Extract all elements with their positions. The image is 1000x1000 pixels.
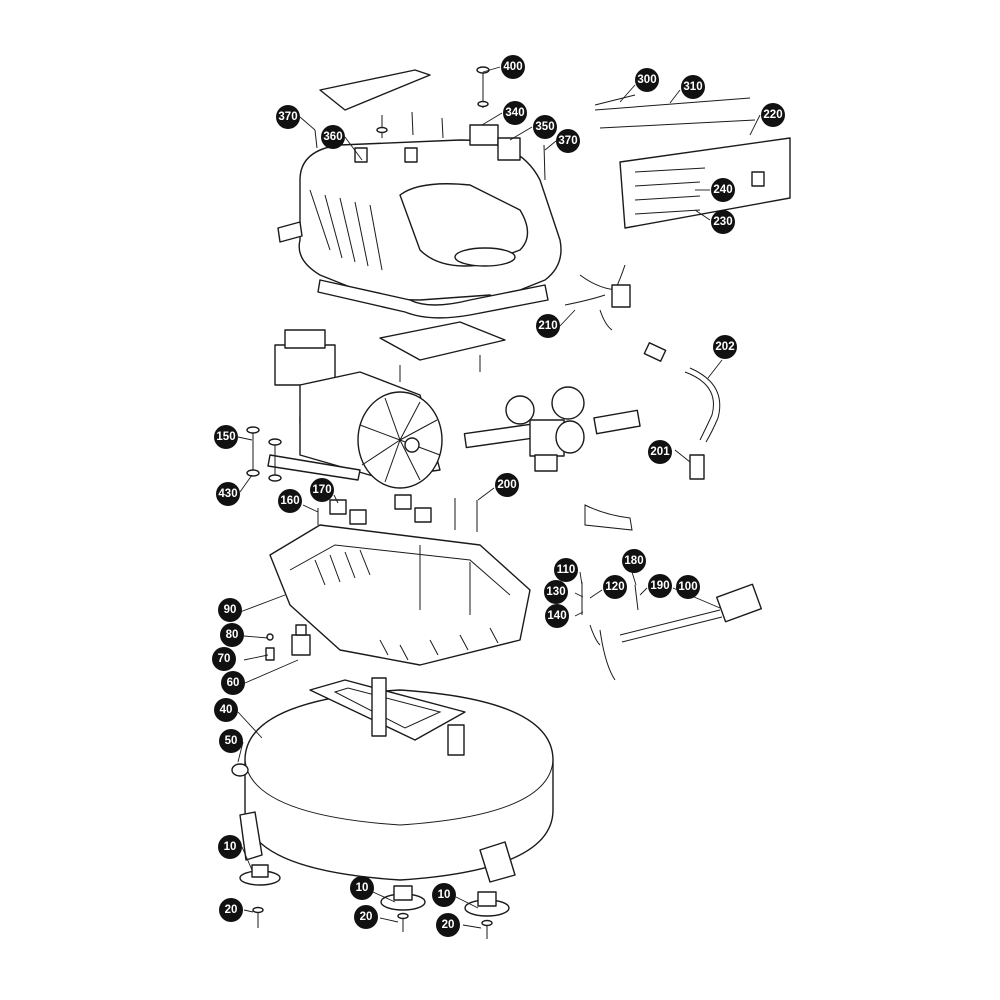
callout-60: 60 bbox=[221, 671, 245, 695]
callout-label: 220 bbox=[763, 109, 782, 121]
callout-label: 400 bbox=[503, 61, 522, 73]
power-cord bbox=[589, 583, 763, 681]
callout-90: 90 bbox=[218, 598, 242, 622]
callout-150: 150 bbox=[214, 425, 238, 449]
callout-label: 100 bbox=[678, 581, 697, 593]
callout-label: 300 bbox=[637, 74, 656, 86]
callout-340: 340 bbox=[503, 101, 527, 125]
callout-220: 220 bbox=[761, 103, 785, 127]
callout-label: 20 bbox=[442, 919, 455, 931]
callout-70: 70 bbox=[212, 647, 236, 671]
callout-10c: 10 bbox=[432, 883, 456, 907]
callout-120: 120 bbox=[603, 575, 627, 599]
base-shroud bbox=[269, 524, 531, 666]
callout-201: 201 bbox=[648, 440, 672, 464]
callout-label: 170 bbox=[312, 484, 331, 496]
leader-lines bbox=[237, 66, 761, 929]
callout-label: 200 bbox=[497, 479, 516, 491]
callout-label: 370 bbox=[558, 135, 577, 147]
callout-240: 240 bbox=[711, 178, 735, 202]
callout-202: 202 bbox=[713, 335, 737, 359]
wire-kit-panel bbox=[619, 137, 791, 229]
wiring-harness bbox=[564, 264, 631, 331]
top-screws bbox=[314, 66, 546, 181]
callout-label: 20 bbox=[225, 904, 238, 916]
callout-label: 110 bbox=[557, 564, 576, 576]
callout-label: 230 bbox=[713, 216, 732, 228]
callout-label: 90 bbox=[224, 604, 237, 616]
callout-20c: 20 bbox=[436, 913, 460, 937]
rubber-feet bbox=[239, 864, 510, 939]
fan-blades bbox=[359, 397, 441, 483]
top-shroud bbox=[277, 139, 562, 319]
callout-360: 360 bbox=[321, 125, 345, 149]
callout-label: 160 bbox=[280, 495, 299, 507]
cord-bracket bbox=[581, 504, 639, 615]
callout-170: 170 bbox=[310, 478, 334, 502]
callout-label: 150 bbox=[216, 431, 235, 443]
callout-300: 300 bbox=[635, 68, 659, 92]
callout-label: 180 bbox=[624, 555, 643, 567]
air-tank bbox=[231, 677, 554, 883]
access-panel bbox=[379, 321, 506, 361]
callout-20b: 20 bbox=[354, 905, 378, 929]
motor-pump-assembly bbox=[267, 329, 443, 489]
callout-label: 340 bbox=[505, 107, 524, 119]
callout-label: 140 bbox=[547, 610, 566, 622]
callout-label: 60 bbox=[227, 677, 240, 689]
motor-mounts bbox=[317, 494, 478, 532]
callout-label: 370 bbox=[278, 111, 297, 123]
callout-label: 430 bbox=[218, 488, 237, 500]
motor-bolts bbox=[246, 426, 282, 482]
cover-plate bbox=[319, 69, 431, 111]
callout-180: 180 bbox=[622, 549, 646, 573]
callout-label: 10 bbox=[356, 882, 369, 894]
callout-label: 70 bbox=[218, 653, 231, 665]
callout-370a: 370 bbox=[276, 105, 300, 129]
callout-40: 40 bbox=[214, 698, 238, 722]
callout-20a: 20 bbox=[219, 898, 243, 922]
callout-label: 360 bbox=[323, 131, 342, 143]
callout-label: 20 bbox=[360, 911, 373, 923]
callout-label: 10 bbox=[438, 889, 451, 901]
callout-160: 160 bbox=[278, 489, 302, 513]
callout-label: 80 bbox=[226, 629, 239, 641]
callout-label: 210 bbox=[538, 320, 557, 332]
callout-label: 350 bbox=[535, 121, 554, 133]
callout-230: 230 bbox=[711, 210, 735, 234]
wire-leads bbox=[594, 94, 756, 129]
callout-label: 130 bbox=[546, 586, 565, 598]
callout-210: 210 bbox=[536, 314, 560, 338]
pressure-switch bbox=[265, 624, 311, 661]
callout-label: 310 bbox=[683, 81, 702, 93]
manifold-gauges bbox=[463, 386, 641, 472]
callout-label: 201 bbox=[650, 446, 670, 458]
callout-80: 80 bbox=[220, 623, 244, 647]
callout-130: 130 bbox=[544, 580, 568, 604]
callout-label: 10 bbox=[224, 841, 237, 853]
callout-200: 200 bbox=[495, 473, 519, 497]
callout-370b: 370 bbox=[556, 129, 580, 153]
callout-50: 50 bbox=[219, 729, 243, 753]
callout-label: 190 bbox=[650, 580, 669, 592]
callout-100: 100 bbox=[676, 575, 700, 599]
callout-10a: 10 bbox=[218, 835, 242, 859]
callout-label: 202 bbox=[715, 341, 734, 353]
callout-10b: 10 bbox=[350, 876, 374, 900]
pump-hose bbox=[643, 342, 721, 480]
callout-110: 110 bbox=[554, 558, 578, 582]
callout-label: 120 bbox=[605, 581, 624, 593]
callout-label: 240 bbox=[713, 184, 732, 196]
callout-190: 190 bbox=[648, 574, 672, 598]
callout-label: 40 bbox=[220, 704, 233, 716]
callout-310: 310 bbox=[681, 75, 705, 99]
callout-400: 400 bbox=[501, 55, 525, 79]
callout-140: 140 bbox=[545, 604, 569, 628]
callout-350: 350 bbox=[533, 115, 557, 139]
callout-label: 50 bbox=[225, 735, 238, 747]
callout-430: 430 bbox=[216, 482, 240, 506]
